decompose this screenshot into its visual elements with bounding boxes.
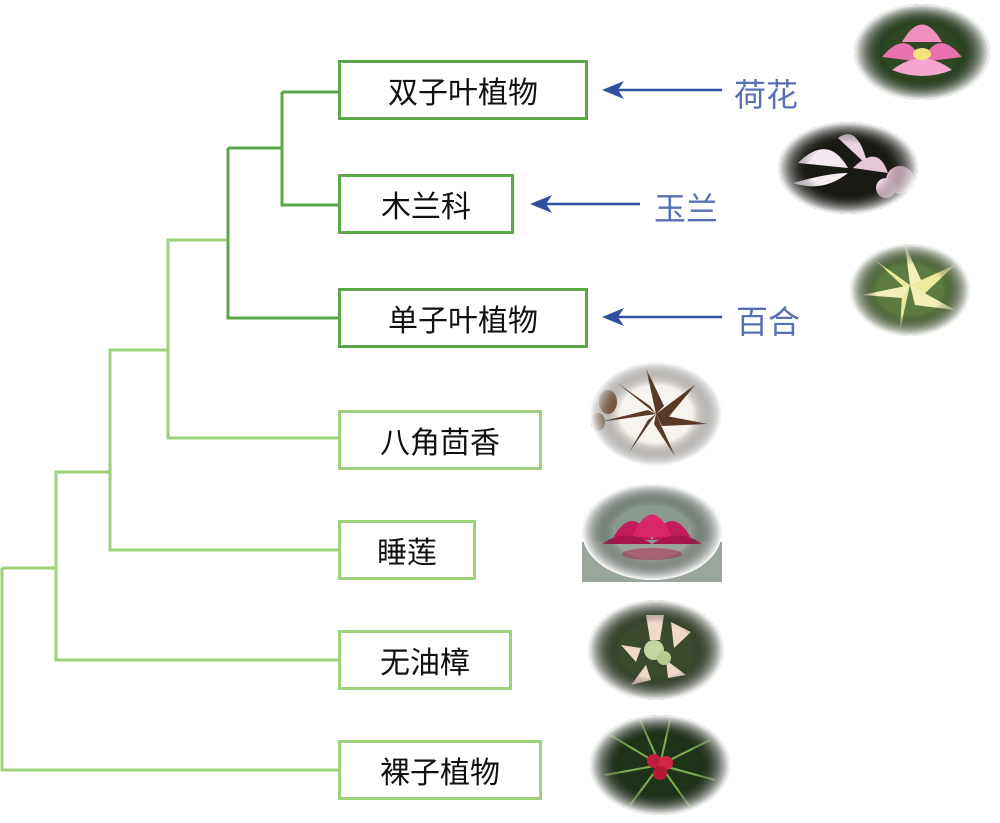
branch-mesangio-node	[226, 148, 338, 320]
taxon-label: 单子叶植物	[388, 304, 538, 339]
taxon-box-nymphaea: 睡莲	[338, 520, 476, 580]
water-lily-icon	[582, 484, 722, 582]
branch-root	[0, 568, 338, 772]
branch-illicium	[166, 240, 338, 440]
taxon-box-gymnosperms: 裸子植物	[338, 740, 542, 800]
example-label-lily: 百合	[736, 303, 801, 341]
branch-nymphaea	[108, 350, 338, 552]
pine-cone-icon	[590, 715, 730, 815]
taxon-label: 八角茴香	[380, 426, 500, 461]
taxon-box-amborella: 无油樟	[338, 630, 512, 690]
taxon-label: 木兰科	[381, 190, 471, 225]
taxon-box-illicium: 八角茴香	[338, 410, 542, 470]
taxon-box-dicots: 双子叶植物	[338, 60, 588, 120]
lily-flower-icon	[850, 244, 970, 336]
arrow-lily	[602, 308, 722, 326]
example-label-lotus: 荷花	[734, 76, 799, 114]
lotus-flower-icon	[854, 4, 990, 100]
taxon-label: 睡莲	[377, 536, 437, 571]
tree-branches-mesangiosperms	[226, 90, 338, 320]
amborella-flower-icon	[588, 600, 724, 700]
branch-amborella	[54, 472, 338, 662]
taxon-label: 裸子植物	[380, 756, 500, 791]
taxon-box-monocots: 单子叶植物	[338, 288, 588, 348]
branch-dicot-magnoliid	[280, 92, 338, 207]
example-label-magnolia: 玉兰	[654, 190, 719, 228]
branch-root-upper	[2, 238, 228, 570]
taxon-label: 双子叶植物	[388, 76, 538, 111]
arrow-magnolia	[530, 195, 640, 213]
tree-branches-basal	[0, 238, 338, 772]
example-arrows	[530, 81, 722, 326]
magnolia-flower-icon	[778, 122, 918, 214]
taxon-label: 无油樟	[380, 646, 470, 681]
star-anise-icon	[590, 362, 722, 466]
taxon-box-magnoliids: 木兰科	[338, 174, 514, 234]
arrow-lotus	[602, 81, 722, 99]
